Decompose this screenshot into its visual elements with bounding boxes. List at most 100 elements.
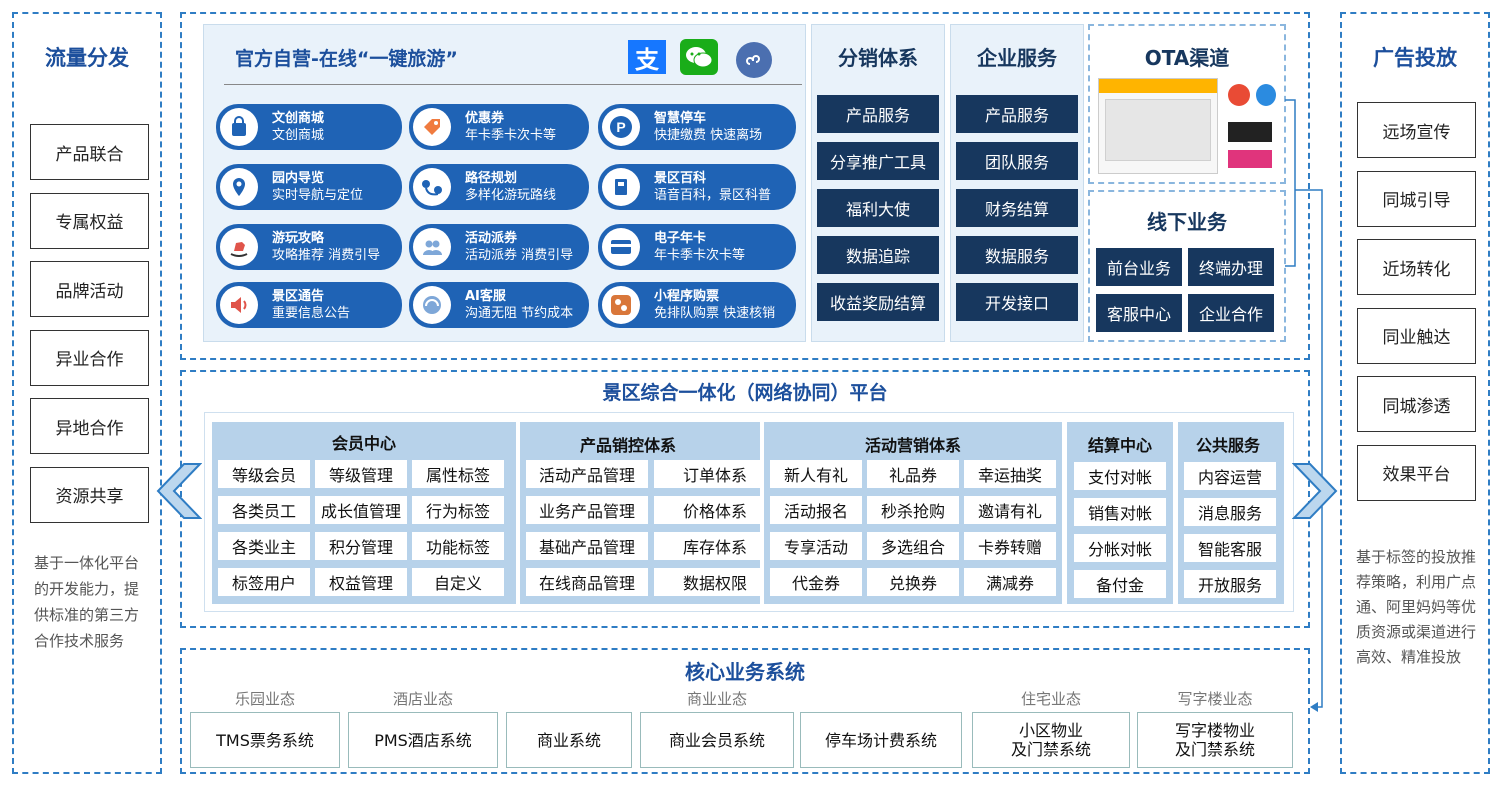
public-cell[interactable]: 内容运营: [1184, 462, 1276, 490]
feature-speaker[interactable]: 景区通告重要信息公告: [216, 282, 402, 328]
offline-item[interactable]: 企业合作: [1188, 294, 1274, 332]
core-system[interactable]: PMS酒店系统: [348, 712, 498, 768]
member-cell[interactable]: 自定义: [412, 568, 504, 596]
right-item[interactable]: 效果平台: [1357, 444, 1476, 501]
core-system[interactable]: TMS票务系统: [190, 712, 340, 768]
offline-item[interactable]: 客服中心: [1096, 294, 1182, 332]
core-category: 乐园业态: [234, 690, 295, 708]
offline-item[interactable]: 终端办理: [1188, 248, 1274, 286]
public-cell[interactable]: 开放服务: [1184, 570, 1276, 598]
feature-book[interactable]: 景区百科语音百科，景区科普: [598, 164, 796, 210]
right-item[interactable]: 同城引导: [1357, 170, 1476, 227]
marketing-cell[interactable]: 秒杀抢购: [867, 496, 959, 524]
marketing-title: 活动营销体系: [864, 436, 961, 455]
feature-bag[interactable]: 文创商城文创商城: [216, 104, 402, 150]
left-item[interactable]: 异业合作: [30, 329, 149, 386]
settlement-cell[interactable]: 分帐对帐: [1074, 534, 1166, 562]
feature-text: 景区通告重要信息公告: [272, 288, 350, 322]
enterprise-item[interactable]: 数据服务: [956, 236, 1078, 274]
product-cell[interactable]: 价格体系: [654, 496, 776, 524]
core-system[interactable]: 写字楼物业 及门禁系统: [1137, 712, 1293, 768]
product-cell[interactable]: 订单体系: [654, 460, 776, 488]
feature-miniapp[interactable]: 小程序购票免排队购票 快速核销: [598, 282, 796, 328]
left-item[interactable]: 资源共享: [30, 466, 149, 523]
member-cell[interactable]: 权益管理: [315, 568, 407, 596]
member-cell[interactable]: 行为标签: [412, 496, 504, 524]
product-cell[interactable]: 库存体系: [654, 532, 776, 560]
core-system[interactable]: 小区物业 及门禁系统: [972, 712, 1130, 768]
core-system[interactable]: 商业会员系统: [640, 712, 794, 768]
left-item[interactable]: 专属权益: [30, 192, 149, 249]
marketing-cell[interactable]: 代金券: [770, 568, 862, 596]
feature-horse[interactable]: 游玩攻略攻略推荐 消费引导: [216, 224, 402, 270]
distribution-title: 分销体系: [838, 46, 918, 70]
feature-desc: 年卡季卡次卡等: [465, 128, 557, 143]
feature-card[interactable]: 电子年卡年卡季卡次卡等: [598, 224, 796, 270]
feature-name: 景区百科: [654, 171, 707, 186]
member-cell[interactable]: 功能标签: [412, 532, 504, 560]
settlement-cell[interactable]: 备付金: [1074, 570, 1166, 598]
offline-item[interactable]: 前台业务: [1096, 248, 1182, 286]
marketing-cell[interactable]: 活动报名: [770, 496, 862, 524]
marketing-cell[interactable]: 卡券转赠: [964, 532, 1056, 560]
member-cell[interactable]: 属性标签: [412, 460, 504, 488]
marketing-cell[interactable]: 多选组合: [867, 532, 959, 560]
member-cell[interactable]: 等级会员: [218, 460, 310, 488]
public-cell[interactable]: 消息服务: [1184, 498, 1276, 526]
right-item[interactable]: 近场转化: [1357, 239, 1476, 295]
distribution-item[interactable]: 分享推广工具: [817, 142, 939, 180]
member-cell[interactable]: 成长值管理: [315, 496, 407, 524]
feature-desc: 文创商城: [272, 128, 325, 143]
settlement-cell[interactable]: 支付对帐: [1074, 462, 1166, 490]
product-cell[interactable]: 活动产品管理: [526, 460, 648, 488]
marketing-cell[interactable]: 兑换券: [867, 568, 959, 596]
marketing-cell[interactable]: 满减券: [964, 568, 1056, 596]
miniprogram-icon[interactable]: [736, 42, 772, 78]
ota-screenshot-image: [1098, 78, 1218, 174]
right-item[interactable]: 远场宣传: [1357, 102, 1476, 158]
left-item[interactable]: 品牌活动: [30, 261, 149, 317]
public-cell[interactable]: 智能客服: [1184, 534, 1276, 562]
distribution-item[interactable]: 数据追踪: [817, 236, 939, 274]
core-system[interactable]: 停车场计费系统: [800, 712, 962, 768]
settlement-cell[interactable]: 销售对帐: [1074, 498, 1166, 526]
product-cell[interactable]: 数据权限: [654, 568, 776, 596]
feature-text: 园内导览实时导航与定位: [272, 170, 363, 204]
marketing-cell[interactable]: 邀请有礼: [964, 496, 1056, 524]
feature-location[interactable]: 园内导览实时导航与定位: [216, 164, 402, 210]
wechat-icon[interactable]: [680, 39, 718, 75]
member-cell[interactable]: 积分管理: [315, 532, 407, 560]
product-cell[interactable]: 在线商品管理: [526, 568, 648, 596]
feature-headset[interactable]: AI客服沟通无阻 节约成本: [409, 282, 589, 328]
left-item[interactable]: 产品联合: [30, 124, 149, 180]
alipay-icon[interactable]: 支: [628, 40, 666, 74]
member-cell[interactable]: 等级管理: [315, 460, 407, 488]
speaker-icon: [220, 286, 258, 324]
feature-people[interactable]: 活动派券活动派券 消费引导: [409, 224, 589, 270]
member-cell[interactable]: 各类业主: [218, 532, 310, 560]
right-item[interactable]: 同业触达: [1357, 307, 1476, 364]
product-cell[interactable]: 业务产品管理: [526, 496, 648, 524]
distribution-item[interactable]: 产品服务: [817, 95, 939, 133]
marketing-cell[interactable]: 新人有礼: [770, 460, 862, 488]
marketing-cell[interactable]: 专享活动: [770, 532, 862, 560]
member-cell[interactable]: 各类员工: [218, 496, 310, 524]
distribution-item[interactable]: 收益奖励结算: [817, 283, 939, 321]
left-arrow-icon: [156, 463, 202, 519]
member-cell[interactable]: 标签用户: [218, 568, 310, 596]
enterprise-item[interactable]: 开发接口: [956, 283, 1078, 321]
marketing-cell[interactable]: 幸运抽奖: [964, 460, 1056, 488]
product-cell[interactable]: 基础产品管理: [526, 532, 648, 560]
distribution-item[interactable]: 福利大使: [817, 189, 939, 227]
enterprise-item[interactable]: 团队服务: [956, 142, 1078, 180]
enterprise-item[interactable]: 财务结算: [956, 189, 1078, 227]
location-icon: [220, 168, 258, 206]
feature-route[interactable]: 路径规划多样化游玩路线: [409, 164, 589, 210]
feature-coupon[interactable]: 优惠券年卡季卡次卡等: [409, 104, 589, 150]
left-item[interactable]: 异地合作: [30, 398, 149, 454]
marketing-cell[interactable]: 礼品券: [867, 460, 959, 488]
enterprise-item[interactable]: 产品服务: [956, 95, 1078, 133]
core-system[interactable]: 商业系统: [506, 712, 632, 768]
right-item[interactable]: 同城渗透: [1357, 376, 1476, 432]
